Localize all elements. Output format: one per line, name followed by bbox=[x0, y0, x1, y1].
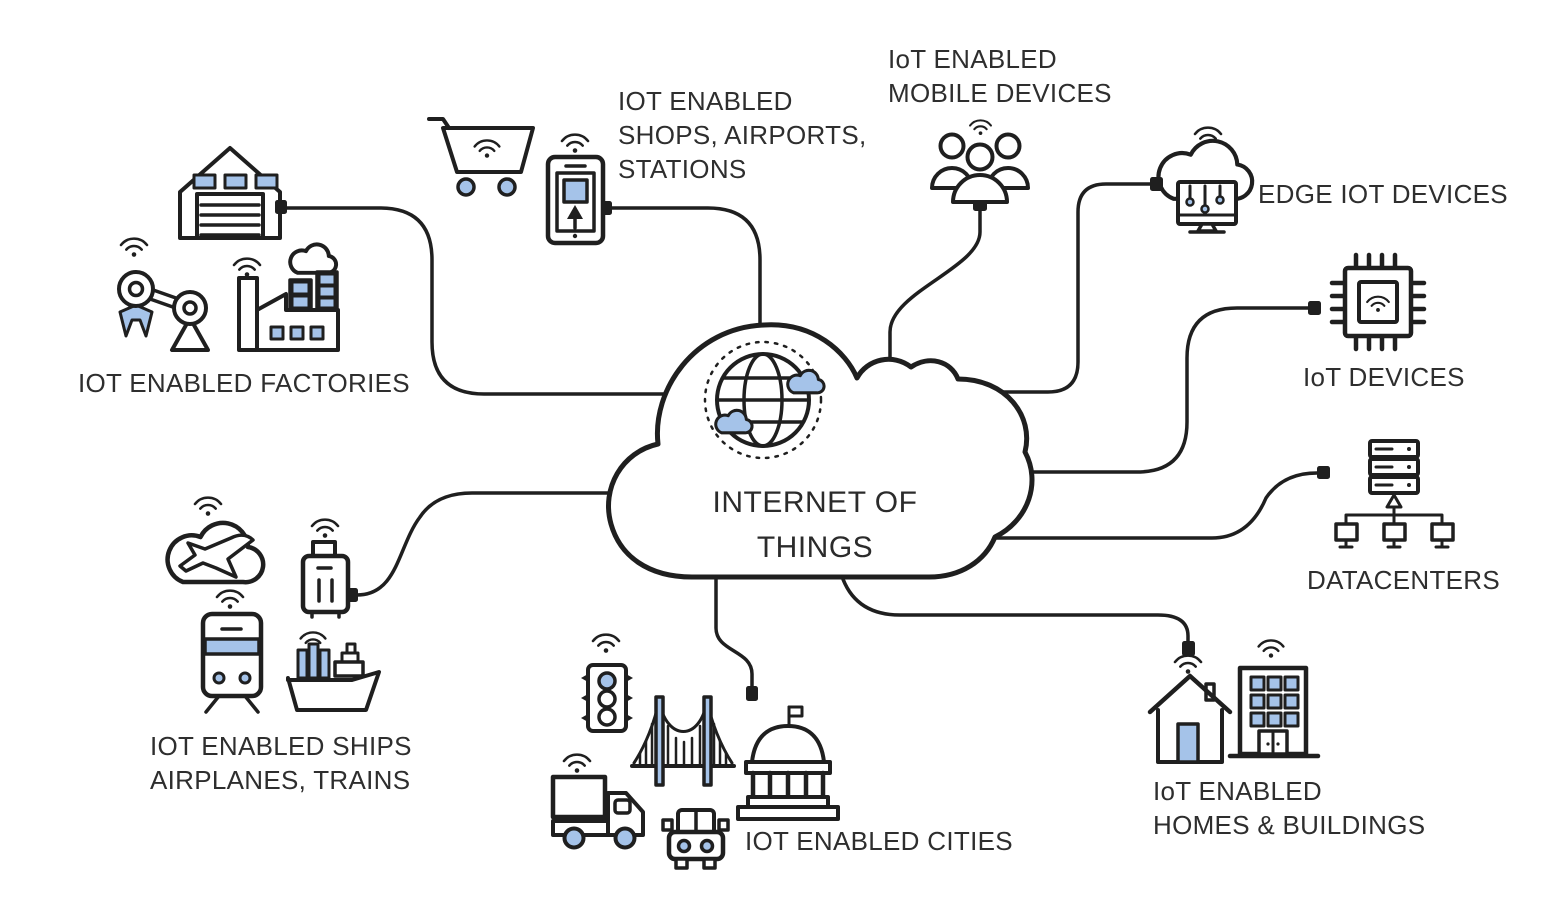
smartphone-icon bbox=[545, 133, 606, 246]
server-rack-icon bbox=[1368, 439, 1420, 495]
robot-arm-icon bbox=[117, 237, 210, 352]
node-cities bbox=[550, 633, 840, 870]
label-edge-devices: EDGE IOT DEVICES bbox=[1258, 179, 1508, 209]
label-datacenters: DATACENTERS bbox=[1307, 565, 1501, 595]
smoke-cloud-icon bbox=[288, 242, 339, 275]
monitors-tree-icon bbox=[1334, 493, 1455, 549]
node-factories bbox=[117, 146, 340, 352]
connector-lines bbox=[285, 182, 1319, 691]
label-shops: IOT ENABLED SHOPS, AIRPORTS, STATIONS bbox=[618, 86, 867, 184]
wifi-icon bbox=[969, 119, 992, 136]
suspension-bridge-icon bbox=[630, 695, 736, 787]
wifi-icon bbox=[215, 589, 245, 610]
label-factories: IOT ENABLED FACTORIES bbox=[78, 368, 410, 398]
chip-icon bbox=[1329, 252, 1427, 352]
line-homes bbox=[838, 568, 1190, 646]
node-homes bbox=[1147, 639, 1321, 764]
wifi-icon bbox=[560, 133, 590, 154]
label-homes: IoT ENABLED HOMES & BUILDINGS bbox=[1153, 776, 1426, 840]
plug-cities bbox=[746, 686, 758, 701]
plug-datacenters bbox=[1317, 466, 1330, 479]
wifi-icon bbox=[310, 518, 340, 539]
factory-icon bbox=[232, 242, 340, 352]
shopping-cart-icon bbox=[427, 117, 535, 197]
line-cities bbox=[714, 568, 754, 691]
building-icon bbox=[1227, 639, 1321, 759]
airplane-cloud-icon bbox=[168, 496, 264, 583]
globe-with-clouds-icon bbox=[703, 340, 826, 460]
warehouse-icon bbox=[178, 146, 282, 240]
car-icon bbox=[661, 808, 730, 870]
plug-edge-devices bbox=[1150, 177, 1163, 191]
central-cloud bbox=[606, 322, 1035, 580]
label-mobile-devices: IoT ENABLED MOBILE DEVICES bbox=[888, 44, 1112, 108]
wifi-icon bbox=[232, 257, 262, 278]
connector-plugs bbox=[275, 177, 1330, 701]
label-cities: IOT ENABLED CITIES bbox=[745, 826, 1013, 856]
ship-icon bbox=[286, 631, 381, 712]
traffic-light-icon bbox=[581, 633, 633, 733]
line-mobile-devices bbox=[888, 209, 982, 382]
wifi-icon bbox=[193, 496, 223, 517]
truck-icon bbox=[550, 753, 645, 850]
cloud-monitor-icon bbox=[1159, 126, 1253, 234]
luggage-icon bbox=[300, 518, 351, 619]
line-factories bbox=[285, 206, 682, 396]
wifi-icon bbox=[473, 139, 501, 159]
train-icon bbox=[200, 589, 264, 714]
plug-homes bbox=[1182, 641, 1195, 656]
node-shops bbox=[427, 117, 606, 246]
plug-transport bbox=[347, 588, 358, 602]
capitol-icon bbox=[736, 705, 840, 821]
diagram-title: INTERNET OF THINGS bbox=[712, 486, 918, 564]
plug-shops bbox=[601, 201, 612, 215]
plug-iot-devices bbox=[1308, 301, 1321, 315]
plug-mobile-devices bbox=[973, 200, 987, 211]
people-group-icon bbox=[930, 119, 1030, 204]
label-iot-devices: IoT DEVICES bbox=[1303, 362, 1465, 392]
wifi-icon bbox=[1173, 654, 1203, 675]
line-iot-devices bbox=[1008, 306, 1310, 474]
label-transport: IOT ENABLED SHIPS AIRPLANES, TRAINS bbox=[150, 731, 412, 795]
line-datacenters bbox=[983, 471, 1319, 540]
line-transport bbox=[355, 491, 642, 597]
house-icon bbox=[1147, 654, 1233, 764]
wifi-icon bbox=[591, 633, 621, 654]
wifi-icon bbox=[562, 753, 592, 774]
plug-factories bbox=[275, 200, 287, 214]
wifi-icon bbox=[1257, 639, 1285, 659]
wifi-icon bbox=[119, 237, 149, 258]
line-edge-devices bbox=[1000, 182, 1152, 394]
node-transport bbox=[168, 496, 381, 714]
line-shops bbox=[610, 206, 762, 342]
